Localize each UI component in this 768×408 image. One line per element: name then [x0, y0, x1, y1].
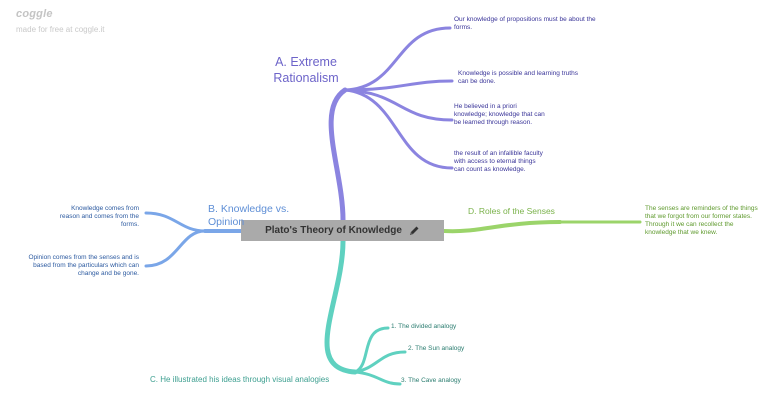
branch-d-title[interactable]: D. Roles of the Senses	[468, 206, 555, 216]
branch-a-links	[328, 26, 454, 223]
link-b-to-leaf-1	[144, 211, 207, 233]
branch-c-leaf-1[interactable]: 1. The divided analogy	[391, 323, 457, 330]
link-b-to-leaf-2	[144, 229, 207, 268]
link-center-to-d	[442, 220, 562, 234]
branch-c-leaf-3[interactable]: 3. The Cave analogy	[401, 377, 461, 384]
link-center-to-a	[328, 87, 348, 223]
branch-b-title[interactable]: B. Knowledge vs. Opinion	[208, 203, 303, 229]
branch-b-title-line-2: Opinion	[208, 216, 245, 229]
branch-a-leaf-1[interactable]: Our knowledge of propositions must be ab…	[454, 16, 596, 32]
branch-a-leaf-4[interactable]: the result of an infallible faculty with…	[454, 150, 543, 174]
link-c-to-leaf-1	[353, 326, 390, 374]
link-a-to-leaf-2	[343, 79, 454, 92]
link-center-to-c	[324, 238, 358, 375]
link-a-to-leaf-1	[343, 26, 452, 92]
branch-c-title[interactable]: C. He illustrated his ideas through visu…	[150, 375, 330, 384]
branch-d-links	[442, 220, 642, 234]
branch-d-leaf-1[interactable]: The senses are reminders of the things t…	[645, 205, 758, 237]
coggle-logo: coggle	[16, 8, 53, 20]
branch-b-leaf-2[interactable]: Opinion comes from the senses and is bas…	[28, 254, 139, 278]
link-a-to-leaf-4	[343, 88, 454, 170]
branch-a-title-line-2: Rationalism	[273, 70, 339, 85]
central-node[interactable]: Plato's Theory of Knowledge	[241, 220, 444, 241]
made-with-coggle-text: made for free at coggle.it	[16, 25, 105, 34]
link-c-to-leaf-3	[353, 370, 402, 386]
link-a-to-leaf-3	[343, 88, 454, 122]
branch-c-links	[324, 238, 407, 386]
link-c-to-leaf-2	[353, 350, 407, 374]
pencil-icon[interactable]	[408, 225, 420, 237]
branch-b-leaf-1[interactable]: Knowledge comes from reason and comes fr…	[59, 205, 139, 229]
branch-b-links	[144, 211, 243, 268]
branch-a-title-line-1: A. Extreme	[275, 55, 337, 69]
branch-c-leaf-2[interactable]: 2. The Sun analogy	[408, 345, 465, 352]
branch-a-leaf-2[interactable]: Knowledge is possible and learning truth…	[458, 70, 578, 86]
branch-a-leaf-3[interactable]: He believed in a priori knowledge; knowl…	[454, 103, 545, 127]
central-node-label: Plato's Theory of Knowledge	[265, 225, 402, 236]
branch-a-title[interactable]: A. Extreme Rationalism	[269, 55, 343, 86]
branch-b-title-line-1: B. Knowledge vs.	[208, 203, 290, 215]
